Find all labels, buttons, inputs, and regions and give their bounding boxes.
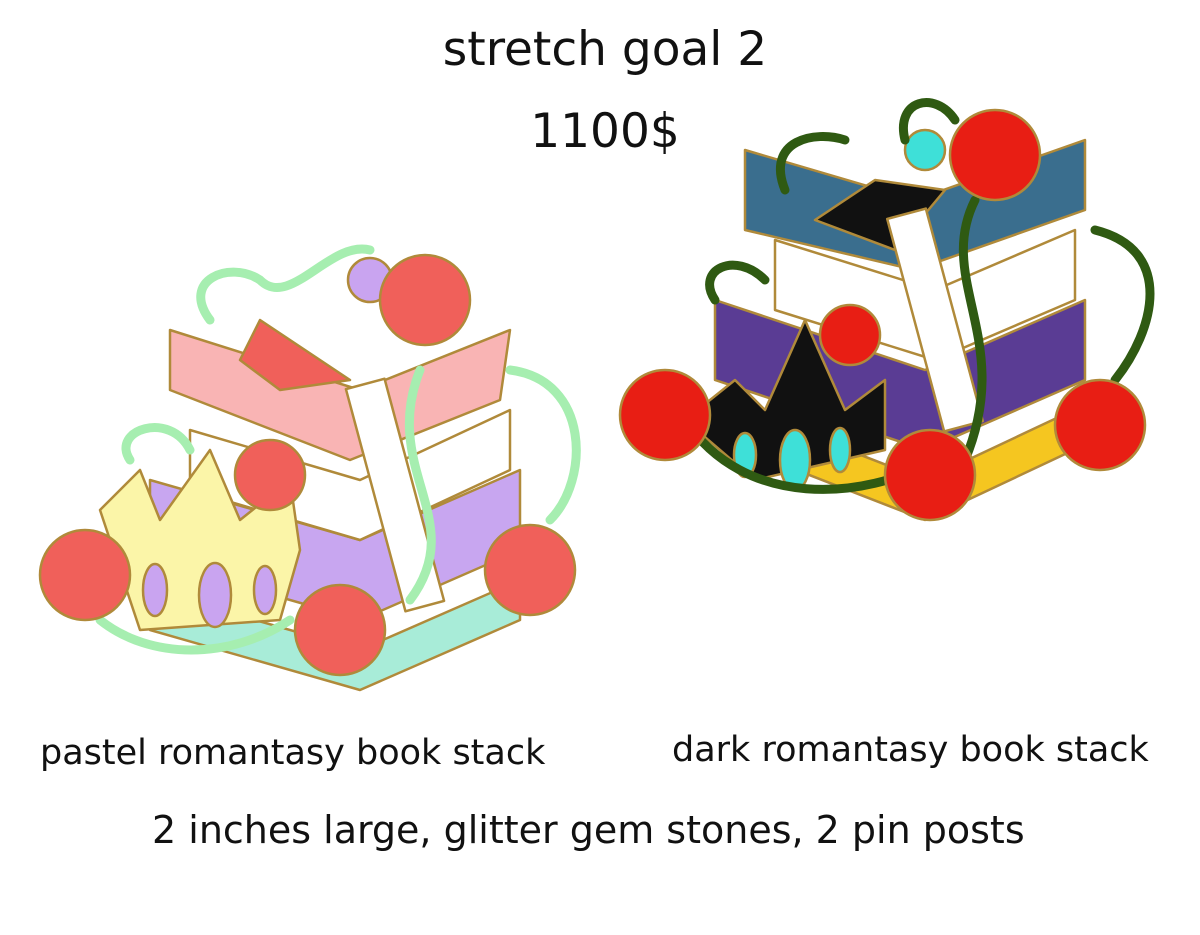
pin-specifications: 2 inches large, glitter gem stones, 2 pi… (152, 808, 1025, 852)
pastel-pin-caption: pastel romantasy book stack (40, 733, 546, 773)
pastel-book-stack-pin-illustration (38, 244, 581, 692)
page-title: stretch goal 2 (442, 22, 768, 77)
dark-book-stack-pin-illustration (618, 98, 1155, 522)
price-label: 1100$ (530, 104, 680, 159)
dark-pin-caption: dark romantasy book stack (672, 730, 1149, 770)
